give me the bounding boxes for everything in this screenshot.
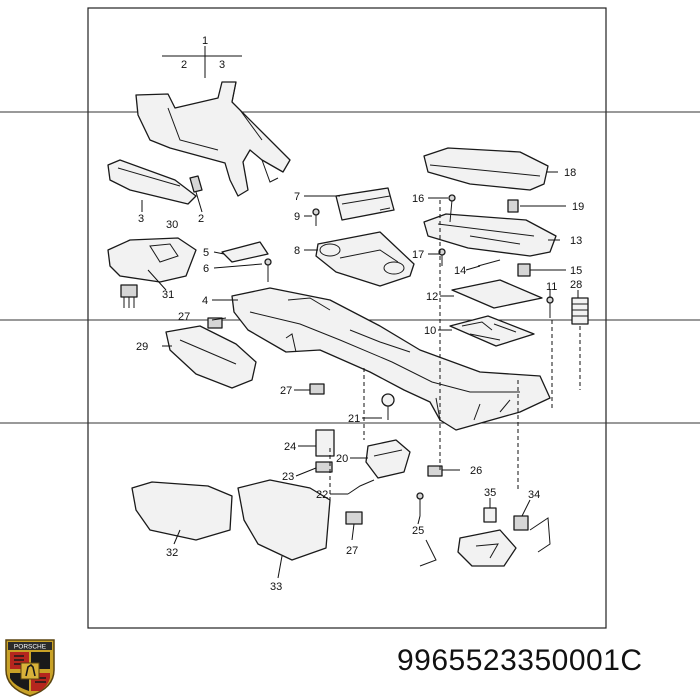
callout-19: 19 <box>572 201 584 213</box>
callout-27-lower: 27 <box>346 545 358 557</box>
callout-25: 25 <box>412 525 424 537</box>
lock-assembly-20 <box>365 439 411 479</box>
callout-24: 24 <box>284 441 296 453</box>
clip-2 <box>189 175 203 193</box>
armrest-lid <box>423 147 549 191</box>
callout-1: 1 <box>202 35 208 47</box>
screw-25 <box>416 492 424 516</box>
callout-33: 33 <box>270 581 282 593</box>
storage-mat <box>451 279 543 309</box>
callout-14: 14 <box>454 265 466 277</box>
porsche-crest-icon: PORSCHE <box>5 639 55 697</box>
callout-16: 16 <box>412 193 424 205</box>
callout-32: 32 <box>166 547 178 559</box>
callout-11: 11 <box>546 281 557 293</box>
lower-panel-33 <box>237 479 331 561</box>
clip-27-upper <box>207 317 223 329</box>
callout-34: 34 <box>528 489 540 501</box>
callout-29: 29 <box>136 341 148 353</box>
hinge-pin-16 <box>448 194 456 223</box>
side-trim-strip <box>107 159 197 205</box>
callout-3-bracket: 3 <box>219 59 225 71</box>
diagram-frame <box>87 7 607 629</box>
small-cover <box>221 241 269 263</box>
grommet-35 <box>483 507 497 523</box>
clip-19 <box>507 199 519 213</box>
callout-5: 5 <box>203 247 209 259</box>
callout-9: 9 <box>294 211 300 223</box>
callout-26: 26 <box>470 465 482 477</box>
switch-panel <box>107 237 197 308</box>
screw-9 <box>312 208 320 226</box>
callout-21: 21 <box>348 413 360 425</box>
side-panel-29 <box>165 325 257 389</box>
callout-27-upper: 27 <box>178 311 190 323</box>
callout-31: 31 <box>162 289 174 301</box>
clip-34 <box>513 515 529 531</box>
clip-27-lower <box>345 511 363 525</box>
callout-17: 17 <box>412 249 424 261</box>
callout-35: 35 <box>484 487 496 499</box>
front-console-bracket <box>135 81 291 197</box>
storage-tray <box>449 315 535 347</box>
lower-panel-32 <box>131 481 233 541</box>
armrest-base <box>423 213 557 257</box>
wire-22 <box>347 479 375 495</box>
screw-6 <box>264 258 272 282</box>
callout-30: 30 <box>166 219 178 231</box>
leader-lines <box>141 171 579 579</box>
callout-6: 6 <box>203 263 209 275</box>
hidden-lines <box>329 200 581 500</box>
ashtray-housing <box>315 231 415 287</box>
callout-13: 13 <box>570 235 582 247</box>
callout-8: 8 <box>294 245 300 257</box>
callout-23: 23 <box>282 471 294 483</box>
callout-18: 18 <box>564 167 576 179</box>
callout-2-bracket: 2 <box>181 59 187 71</box>
latch-15 <box>517 263 531 277</box>
callout-20: 20 <box>336 453 348 465</box>
callout-2: 2 <box>198 213 204 225</box>
clip-23 <box>315 461 333 473</box>
callout-28: 28 <box>570 279 582 291</box>
spring-14 <box>477 259 501 267</box>
ashtray-insert <box>335 187 395 221</box>
callout-22: 22 <box>316 489 328 501</box>
shifter-mechanism <box>419 517 551 567</box>
callout-7: 7 <box>294 191 300 203</box>
clip-26 <box>427 465 443 477</box>
callout-27-middle: 27 <box>280 385 292 397</box>
part-number: 9965523350001C <box>397 644 643 677</box>
callout-labels: 2 3 4 5 6 7 8 9 10 11 12 13 14 15 16 17 … <box>136 167 584 593</box>
callout-15: 15 <box>570 265 582 277</box>
callout-3: 3 <box>138 213 144 225</box>
callout-12: 12 <box>426 291 438 303</box>
clip-27-middle <box>309 383 325 395</box>
callout-4: 4 <box>202 295 208 307</box>
crest-lettering: PORSCHE <box>14 644 47 651</box>
key-21 <box>381 393 395 420</box>
bumper-28 <box>571 297 589 325</box>
center-console-body <box>231 287 551 431</box>
callout-10: 10 <box>424 325 436 337</box>
latch-24 <box>315 429 335 457</box>
screw-11 <box>546 296 554 318</box>
reference-bracket: 1 2 3 <box>162 35 242 78</box>
